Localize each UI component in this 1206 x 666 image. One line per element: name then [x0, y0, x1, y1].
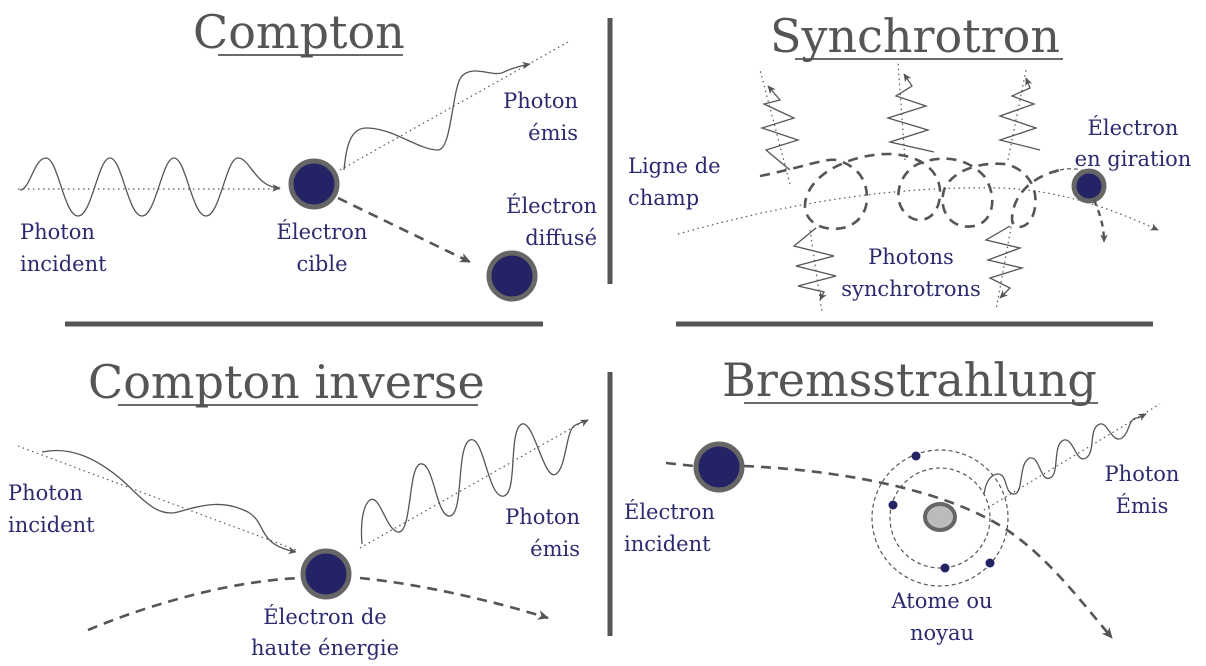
compton-electron-recoil-arrow — [337, 196, 471, 264]
inverse-compton-electron-outgoing — [359, 576, 549, 620]
bremsstrahlung-orbital-electron-4 — [985, 558, 995, 568]
bremsstrahlung-electron-incoming-tail — [665, 461, 695, 468]
inverse-compton-emitted-path — [359, 419, 587, 549]
bremsstrahlung-nucleus — [923, 502, 957, 532]
inverse-compton-incident-photon-wave — [41, 449, 297, 555]
title-bremsstrahlung: Bremsstrahlung — [722, 353, 1097, 407]
synchrotron-photon-wave-2 — [885, 73, 935, 153]
synchrotron-beam-5-path — [995, 221, 1013, 311]
synchrotron-electron-direction-arrow — [1092, 199, 1108, 243]
synchrotron-beam-3-path — [1007, 69, 1027, 161]
synchrotron-photon-wave-1 — [759, 85, 801, 171]
title-synchrotron: Synchrotron — [770, 9, 1060, 63]
bremsstrahlung-atom-inner-orbit — [889, 467, 991, 569]
bremsstrahlung-orbital-electron-1 — [911, 451, 921, 461]
bremsstrahlung-orbital-electron-2 — [888, 500, 898, 510]
bremsstrahlung-orbital-electron-3 — [940, 563, 950, 573]
bremsstrahlung-electron-deflected-path — [743, 464, 1113, 639]
compton-target-electron — [288, 158, 340, 210]
title-inverse-compton: Compton inverse — [88, 355, 485, 409]
bremsstrahlung-emitted-photon-wave — [983, 413, 1147, 495]
inverse-compton-electron — [300, 548, 352, 600]
bremsstrahlung-incident-electron — [693, 441, 745, 493]
inverse-compton-emitted-photon-wave — [360, 419, 589, 545]
synchrotron-gyrating-electron — [1071, 168, 1107, 204]
bremsstrahlung-atom-outer-orbit — [871, 449, 1009, 587]
compton-incident-photon-wave — [19, 157, 281, 217]
synchrotron-helical-path — [759, 152, 1061, 231]
synchrotron-photon-wave-3 — [997, 77, 1041, 151]
synchrotron-beam-2-path — [897, 61, 906, 161]
compton-scattered-electron — [486, 250, 538, 302]
title-compton: Compton — [193, 5, 405, 59]
compton-emitted-photon-wave — [343, 61, 531, 171]
synchrotron-photon-wave-5 — [984, 225, 1025, 299]
synchrotron-photon-wave-4 — [792, 227, 837, 301]
